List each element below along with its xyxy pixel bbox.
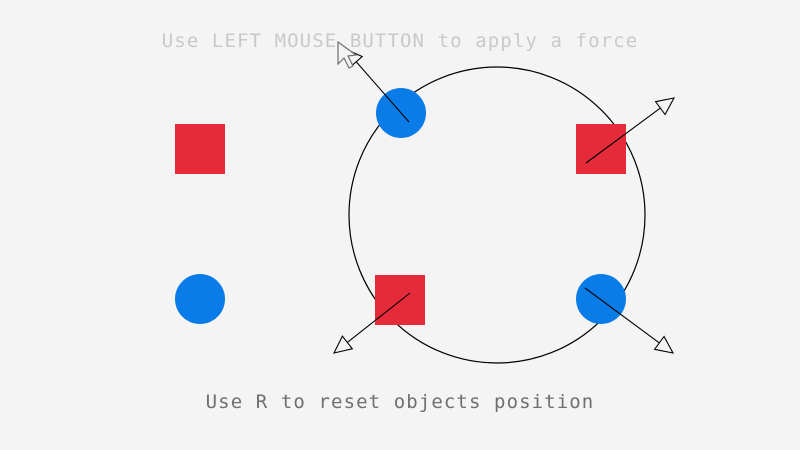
force-vector-shaft	[347, 292, 411, 343]
force-vector-arrowhead	[654, 97, 676, 116]
force-vector-shaft	[584, 287, 660, 344]
force-vector-square-top-right	[585, 97, 676, 164]
body-circle-bottom-right[interactable]	[576, 274, 626, 324]
force-vector-shaft	[585, 107, 661, 164]
body-square-left[interactable]	[175, 124, 225, 174]
hint-reset-objects: Use R to reset objects position	[205, 391, 595, 413]
body-square-bottom-middle[interactable]	[375, 275, 425, 325]
force-vector-arrowhead	[653, 335, 675, 354]
force-vector-shaft	[355, 61, 410, 123]
body-square-top-right[interactable]	[576, 124, 626, 174]
mouse-cursor-icon	[337, 40, 358, 69]
force-vector-circle-bottom-right	[584, 287, 675, 354]
body-circle-bottom-left[interactable]	[175, 274, 225, 324]
force-vector-arrowhead	[332, 335, 354, 354]
force-vector-square-bottom-middle	[332, 292, 411, 354]
hint-apply-force: Use LEFT MOUSE BUTTON to apply a force	[161, 30, 639, 52]
boundary-circle-outline	[348, 66, 646, 364]
